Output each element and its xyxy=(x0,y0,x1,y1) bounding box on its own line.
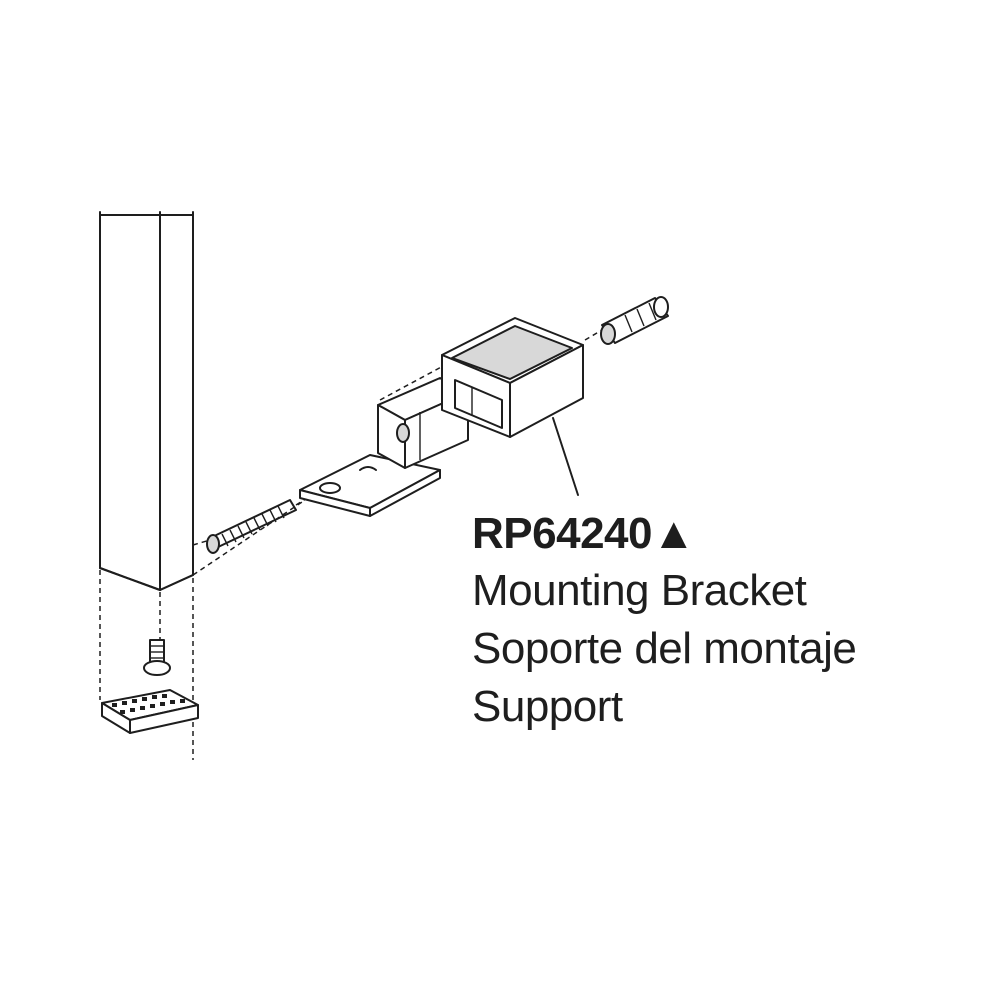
bracket-plate xyxy=(299,454,441,517)
part-number: RP64240 xyxy=(472,509,652,558)
post-alignment-lines xyxy=(99,570,194,760)
part-description-spanish: Soporte del montaje xyxy=(472,624,857,673)
dowel-pin xyxy=(600,296,669,345)
triangle-marker-icon: ▲ xyxy=(651,509,696,558)
part-description-french: Support xyxy=(472,682,623,731)
part-number-label: RP64240▲ xyxy=(472,506,856,562)
part-description-english: Mounting Bracket xyxy=(472,566,807,615)
foot-glide xyxy=(101,689,199,734)
vertical-post xyxy=(99,211,194,591)
part-callout: RP64240▲ Mounting Bracket Soporte del mo… xyxy=(472,506,857,736)
callout-leader-line xyxy=(552,417,579,496)
threaded-bolt xyxy=(206,499,297,554)
bracket-large-box xyxy=(441,317,584,438)
screw-bottom xyxy=(143,639,171,676)
